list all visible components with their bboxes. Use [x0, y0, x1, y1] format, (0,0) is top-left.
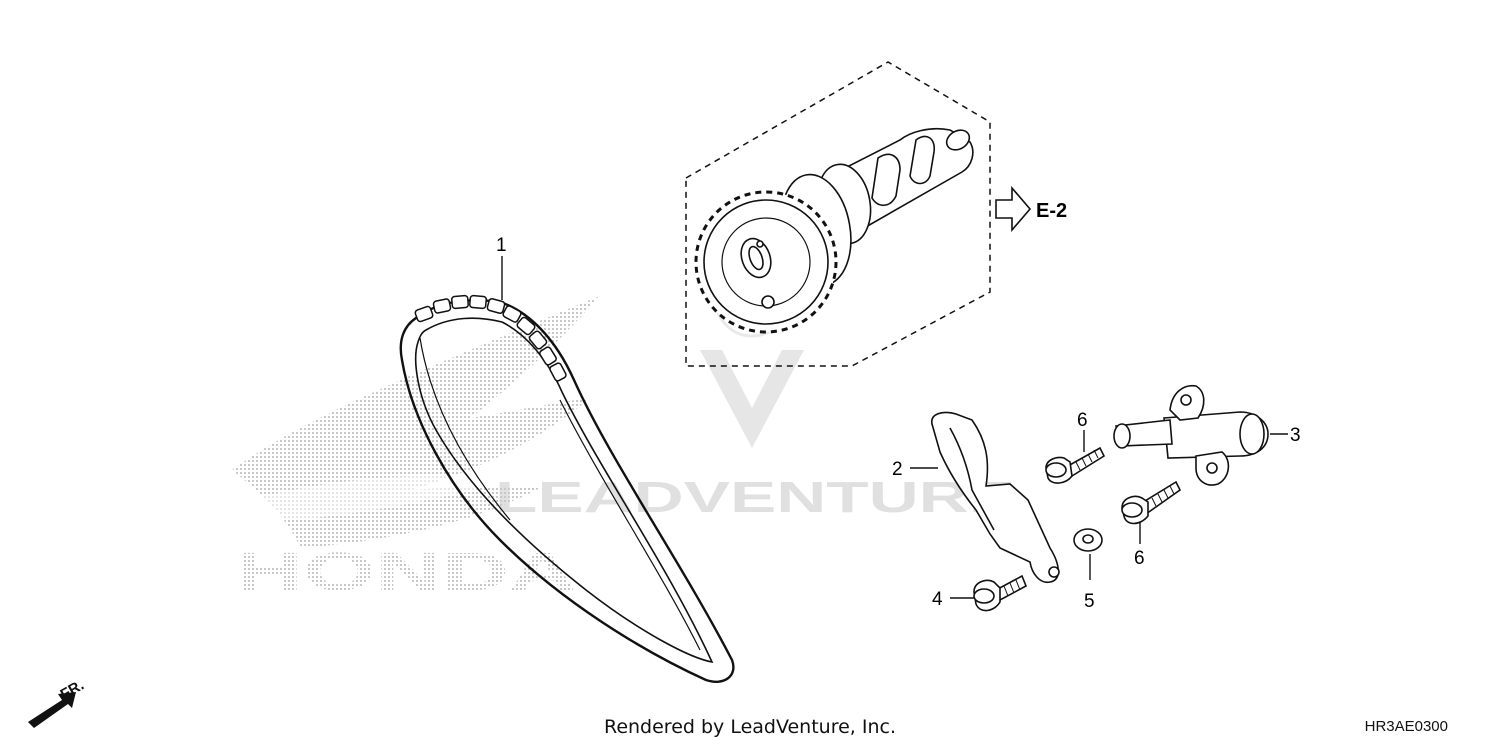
callout-5[interactable]: 5 [1084, 591, 1095, 612]
callout-6-lower[interactable]: 6 [1134, 548, 1145, 569]
flange-bolt-upper[interactable] [1045, 446, 1106, 484]
honda-brand-watermark: HONDA [236, 542, 576, 602]
tensioner-lifter[interactable] [1113, 384, 1269, 486]
front-arrow-icon [28, 692, 76, 728]
leadventure-text-watermark: LEADVENTURE [495, 473, 1015, 522]
reference-arrow-e2[interactable]: E-2 [995, 185, 1067, 233]
flange-bolt-lower[interactable] [1121, 480, 1182, 525]
flange-bolt-short[interactable] [973, 574, 1028, 612]
callout-3[interactable]: 3 [1290, 425, 1301, 446]
diagram-code: HR3AE0300 [1364, 718, 1448, 735]
callout-6-upper[interactable]: 6 [1077, 410, 1088, 431]
cam-sprocket-gear[interactable] [694, 190, 838, 334]
tensioner-slipper[interactable] [931, 411, 1060, 584]
reference-label[interactable]: E-2 [1036, 200, 1067, 222]
honda-wing-watermark [232, 296, 600, 548]
hollow-arrow-icon [995, 185, 1032, 233]
callout-4[interactable]: 4 [932, 589, 943, 610]
cam-chain[interactable] [399, 294, 735, 683]
footer-credit: Rendered by LeadVenture, Inc. [603, 716, 897, 738]
washer[interactable] [1073, 528, 1103, 552]
callout-1[interactable]: 1 [496, 235, 507, 256]
callout-2[interactable]: 2 [892, 459, 903, 480]
camshaft-assembly-outline [685, 61, 991, 367]
